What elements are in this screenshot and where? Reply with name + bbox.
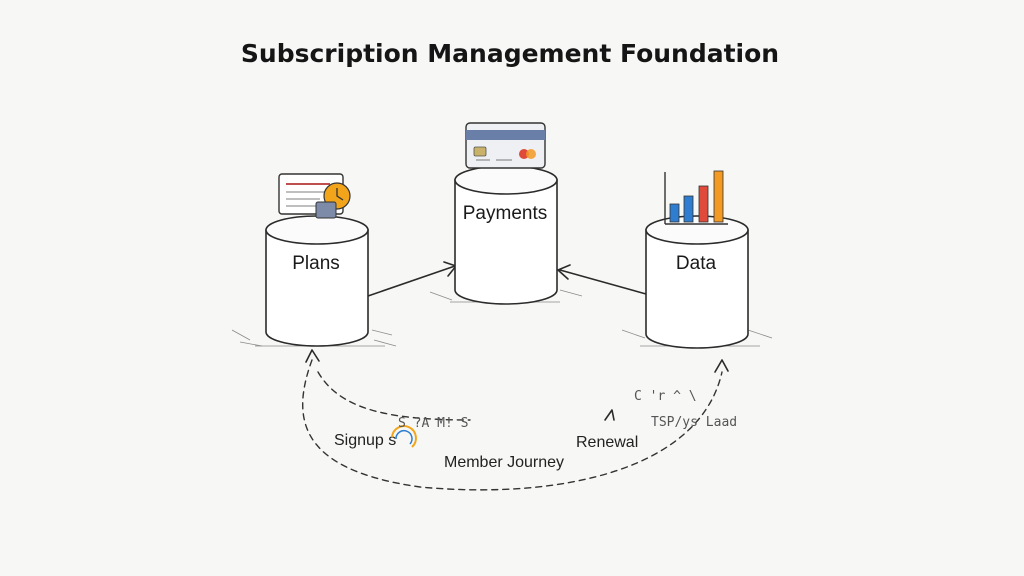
pillar-label-plans: Plans xyxy=(292,253,340,274)
scribble-top: C 'r ^ \ xyxy=(634,389,697,404)
credit-card-icon xyxy=(465,122,546,169)
bar-chart-icon xyxy=(664,170,728,225)
data-to-payments-arrow xyxy=(557,264,647,295)
plans-to-payments-arrow xyxy=(367,261,457,297)
pillar-label-data: Data xyxy=(676,253,717,274)
pillar-label-payments: Payments xyxy=(463,203,547,224)
member-journey-loop xyxy=(302,349,729,491)
member-journey-label: Member Journey xyxy=(444,454,564,471)
scribble-left: S ?A M! S xyxy=(398,416,468,431)
page-title: Subscription Management Foundation xyxy=(241,39,779,68)
pillar-payments: Payments xyxy=(429,122,583,305)
arrowhead-to-data-icon xyxy=(714,359,729,373)
renewal-tick-icon xyxy=(604,409,615,421)
renewal-label: Renewal xyxy=(576,434,638,451)
signup-swirl-icon xyxy=(391,425,417,448)
pillar-plans: Plans xyxy=(231,173,397,347)
arrowhead-to-plans-icon xyxy=(305,349,320,363)
plan-card-clock-icon xyxy=(278,173,351,219)
signups-label: Signup s xyxy=(334,432,396,449)
pillar-data: Data xyxy=(621,170,773,349)
scribble-right: TSP/ys Laad xyxy=(651,415,737,430)
